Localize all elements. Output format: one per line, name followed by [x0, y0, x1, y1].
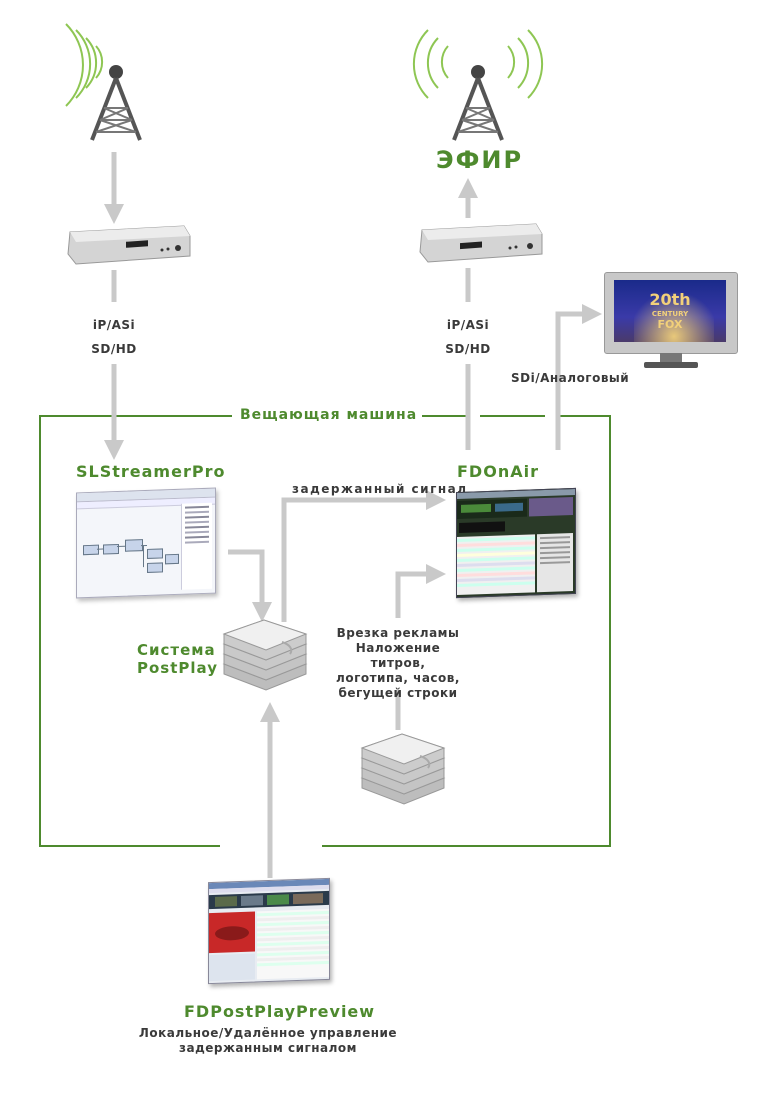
preview-screenshot: [208, 877, 330, 985]
delayed-signal-label: задержанный сигнал: [292, 482, 468, 496]
signal-out-label: iP/ASi SD/HD: [438, 318, 498, 356]
preview-label: FDPostPlayPreview: [184, 1002, 376, 1021]
tv-logo-line2: CENTURY: [651, 310, 689, 318]
signal-in-line2: SD/HD: [91, 342, 137, 356]
slstreamer-screenshot: [76, 487, 216, 599]
slstreamer-label: SLStreamerPro: [76, 462, 226, 481]
tv-base: [644, 362, 698, 368]
tv-logo-line1: 20th: [649, 290, 691, 309]
postplay-storage-icon: [222, 619, 308, 691]
ads-label-line3: логотипа, часов,: [336, 671, 460, 685]
preview-desc-line2: задержанным сигналом: [179, 1041, 357, 1055]
ads-label: Врезка рекламы Наложение титров, логотип…: [332, 626, 464, 701]
postplay-label: Система PostPlay: [137, 641, 218, 677]
receiver-device: [418, 223, 544, 268]
postplay-label-line1: Система: [137, 641, 216, 659]
signal-out-line2: SD/HD: [445, 342, 491, 356]
preview-desc: Локальное/Удалённое управление задержанн…: [130, 1026, 406, 1056]
postplay-label-line2: PostPlay: [137, 659, 218, 677]
tv-screen: 20th CENTURY FOX: [614, 280, 726, 342]
broadcast-label: ЭФИР: [436, 146, 524, 174]
ads-storage-icon: [360, 733, 446, 805]
tv-monitor: 20th CENTURY FOX: [604, 272, 738, 372]
fdonair-label: FDOnAir: [457, 462, 539, 481]
ads-label-line1: Врезка рекламы: [336, 626, 460, 640]
ads-label-line2: Наложение титров,: [355, 641, 441, 670]
signal-in-label: iP/ASi SD/HD: [84, 318, 144, 356]
signal-out-line1: iP/ASi: [446, 318, 490, 332]
antenna-icon: [65, 23, 142, 141]
monitor-link-label: SDi/Аналоговый: [511, 371, 630, 385]
receiver-device: [66, 225, 192, 270]
signal-in-line1: iP/ASi: [92, 318, 136, 332]
tv-logo-line3: FOX: [657, 318, 683, 331]
machine-label: Вещающая машина: [240, 407, 418, 423]
tv-stand: [660, 353, 682, 363]
fdonair-screenshot: [456, 487, 576, 599]
preview-desc-line1: Локальное/Удалённое управление: [138, 1026, 398, 1040]
antenna-icon: [412, 29, 544, 141]
ads-label-line4: бегущей строки: [338, 686, 458, 700]
